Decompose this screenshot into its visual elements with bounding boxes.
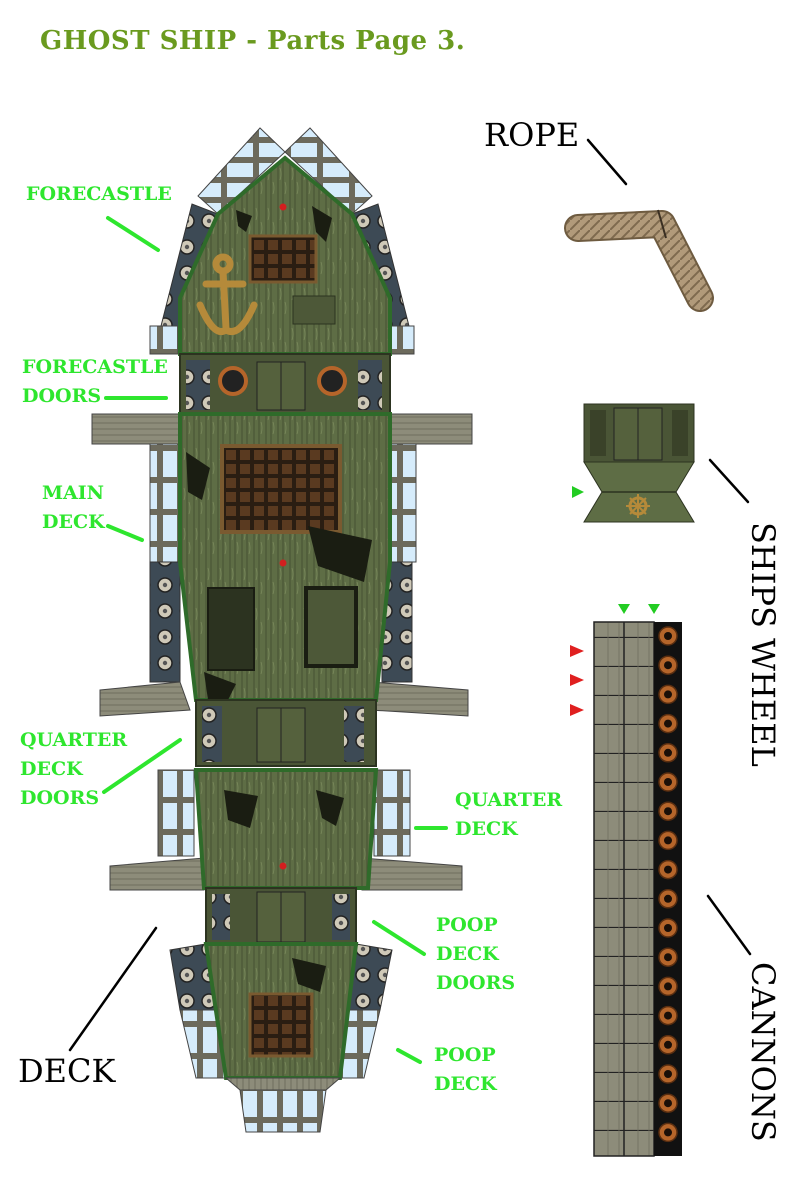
main-deck-wing-right-top bbox=[389, 413, 473, 445]
label-line: POOP bbox=[434, 1044, 496, 1066]
label-forecastle: FORECASTLE bbox=[26, 183, 172, 205]
porthole-icon bbox=[317, 366, 347, 396]
main-deck-grate-icon bbox=[220, 444, 342, 534]
leader-forecastle bbox=[106, 216, 160, 252]
leader-cannons bbox=[706, 894, 752, 956]
ships-wheel-icon bbox=[626, 494, 650, 518]
cannons-part bbox=[570, 604, 682, 1157]
cannon-port-bore bbox=[664, 778, 672, 786]
fold-marker-icon bbox=[570, 645, 584, 657]
label-line: DECK bbox=[434, 1073, 497, 1095]
page-title: GHOST SHIP - Parts Page 3. bbox=[40, 26, 466, 56]
label-line: DECK bbox=[455, 818, 518, 840]
cannon-port-bore bbox=[664, 1099, 672, 1108]
cannon-port-bore bbox=[664, 1040, 672, 1049]
rope-part bbox=[564, 209, 714, 312]
ships-wheel-part bbox=[572, 403, 695, 523]
leader-poop-deck bbox=[396, 1048, 422, 1064]
leader-lines bbox=[68, 138, 752, 1064]
cannon-port-bore bbox=[664, 1011, 672, 1020]
cannon-port-bore bbox=[664, 894, 672, 903]
label-forecastle-doors: FORECASTLE DOORS bbox=[22, 353, 168, 411]
main-deck-window-strip-right bbox=[389, 443, 417, 563]
main-deck-wing-left-bottom bbox=[99, 681, 191, 717]
cannon-port-bore bbox=[664, 719, 672, 728]
quarter-deck bbox=[193, 768, 379, 890]
cannon-port-bore bbox=[664, 1070, 672, 1078]
leader-deck bbox=[68, 926, 158, 1052]
label-line: DOORS bbox=[436, 972, 516, 994]
cannon-port-bore bbox=[664, 924, 672, 932]
leader-main-deck bbox=[106, 524, 144, 542]
cannon-port-bore bbox=[664, 982, 672, 991]
label-line: DOORS bbox=[20, 787, 100, 809]
label-line: QUARTER bbox=[455, 789, 563, 811]
label-main-deck: MAIN DECK bbox=[42, 479, 105, 537]
label-line: FORECASTLE bbox=[22, 356, 168, 378]
label-quarter-deck: QUARTER DECK bbox=[455, 786, 562, 844]
leader-quarter-deck-doors bbox=[102, 738, 182, 794]
fold-marker-icon bbox=[648, 604, 660, 614]
label-line: MAIN bbox=[42, 482, 105, 504]
leader-poop-deck-doors bbox=[372, 920, 426, 956]
main-deck-rail-left bbox=[149, 561, 181, 683]
cannon-port-bore bbox=[664, 865, 672, 874]
stern-panel bbox=[224, 1077, 342, 1091]
label-poop-deck-doors: POOP DECK DOORS bbox=[436, 911, 515, 998]
forecastle-flap-left bbox=[149, 325, 179, 355]
main-deck-wing-right-bottom bbox=[369, 681, 469, 717]
forecastle-grate-icon bbox=[248, 234, 318, 284]
label-ships-wheel: SHIPS WHEEL bbox=[744, 522, 782, 767]
cannon-port-bore bbox=[664, 953, 672, 962]
label-line: DECK bbox=[20, 758, 83, 780]
label-line: POOP bbox=[436, 914, 498, 936]
forecastle-flap-right bbox=[389, 325, 415, 355]
cannon-port-bore bbox=[664, 690, 672, 699]
label-line: DECK bbox=[436, 943, 499, 965]
porthole-icon bbox=[218, 366, 248, 396]
label-cannons: CANNONS bbox=[744, 962, 782, 1142]
cannon-port-bore bbox=[664, 632, 672, 640]
cannon-port-bore bbox=[664, 807, 672, 816]
fold-marker-icon bbox=[618, 604, 630, 614]
fold-marker-icon bbox=[570, 674, 584, 686]
quarter-deck-wing-left bbox=[109, 857, 205, 891]
label-quarter-deck-doors: QUARTER DECK DOORS bbox=[20, 726, 127, 813]
cannon-port-bore bbox=[664, 661, 672, 670]
cannon-port-bore bbox=[664, 1128, 672, 1137]
stern-window-flap bbox=[239, 1089, 327, 1133]
cannon-port-bore bbox=[664, 836, 672, 845]
main-deck-wing-left-top bbox=[91, 413, 181, 445]
main-deck-window-strip-left bbox=[149, 443, 181, 563]
label-line: DECK bbox=[42, 511, 105, 533]
quarter-deck-window-left bbox=[157, 769, 195, 857]
fold-marker-icon bbox=[570, 704, 584, 716]
ship-hull-net bbox=[91, 127, 473, 1133]
label-line: DOORS bbox=[22, 385, 102, 407]
label-deck: DECK bbox=[18, 1052, 116, 1090]
quarter-deck-wing-right bbox=[361, 857, 463, 891]
poop-deck-grate-icon bbox=[248, 992, 314, 1058]
quarter-deck-window-right bbox=[373, 769, 411, 857]
cannon-port-bore bbox=[664, 748, 672, 757]
leader-rope bbox=[586, 138, 628, 186]
anchor-icon bbox=[196, 253, 258, 335]
label-rope: ROPE bbox=[484, 116, 580, 154]
label-poop-deck: POOP DECK bbox=[434, 1041, 497, 1099]
label-line: QUARTER bbox=[20, 729, 128, 751]
fold-marker-icon bbox=[572, 486, 584, 498]
leader-ships-wheel bbox=[708, 458, 750, 504]
